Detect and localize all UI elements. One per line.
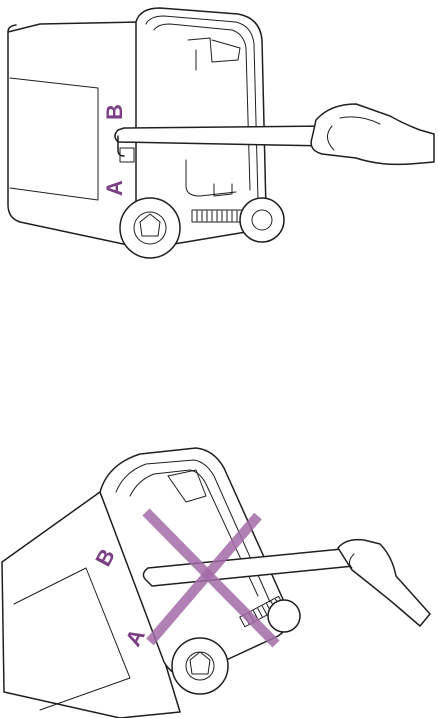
incorrect-usage-illustration: B A [0, 420, 438, 718]
wheel-left-tilted [172, 638, 228, 694]
hand-tilted [338, 540, 430, 626]
wheel-left [120, 198, 180, 258]
correct-usage-illustration: B A [0, 0, 438, 300]
hand [311, 104, 434, 164]
incorrect-usage-drawing: B A [0, 420, 438, 718]
wheel-right-tilted [268, 600, 300, 632]
wheel-right [240, 198, 284, 242]
correct-usage-drawing: B A [0, 0, 438, 300]
label-a: A [102, 180, 127, 196]
label-b: B [102, 104, 127, 120]
